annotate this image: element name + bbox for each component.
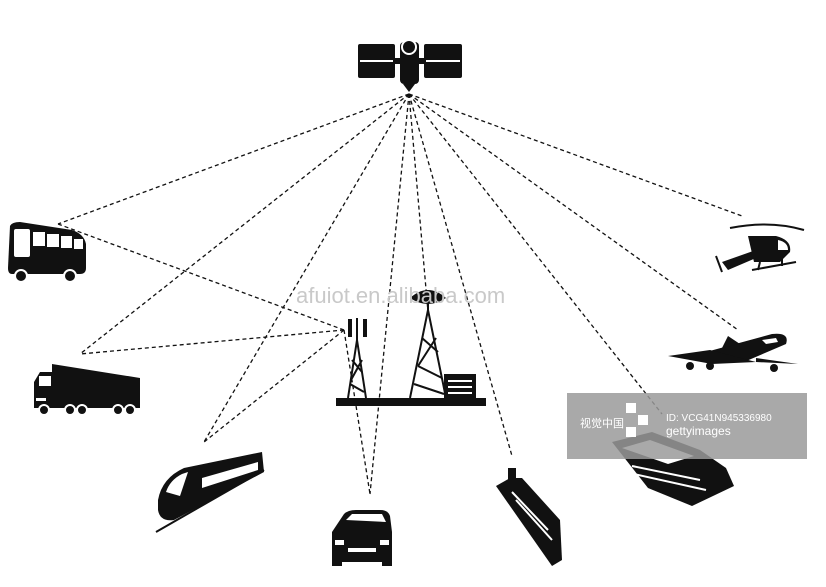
train-icon — [156, 452, 264, 532]
helicopter-icon — [716, 224, 804, 272]
link-satellite-to-cruise-ship — [409, 94, 662, 414]
link-cell-tower-to-car — [344, 330, 370, 494]
link-cell-tower-to-train — [204, 330, 344, 442]
stock-watermark: 视觉中国 ID: VCG41N945336980 gettyimages — [567, 393, 807, 459]
link-satellite-to-bus — [58, 94, 409, 224]
airplane-icon — [668, 334, 798, 372]
cargo-ship-icon — [496, 468, 562, 566]
car-icon — [332, 510, 392, 566]
link-satellite-to-helicopter — [409, 94, 742, 216]
vcg-brand: 视觉中国 — [580, 416, 624, 430]
link-cell-tower-to-truck — [80, 330, 344, 354]
link-satellite-to-ground-station — [409, 94, 428, 312]
image-id: ID: VCG41N945336980 — [666, 413, 772, 424]
satellite-icon — [358, 40, 462, 92]
truck-icon — [34, 364, 140, 415]
bus-icon — [8, 222, 86, 282]
link-satellite-to-train — [204, 94, 409, 442]
getty-logo-text: gettyimages — [666, 424, 731, 438]
link-satellite-to-truck — [80, 94, 409, 354]
cell-tower-icon — [348, 318, 367, 398]
site-watermark: afuiot.en.alibaba.com — [296, 283, 505, 308]
